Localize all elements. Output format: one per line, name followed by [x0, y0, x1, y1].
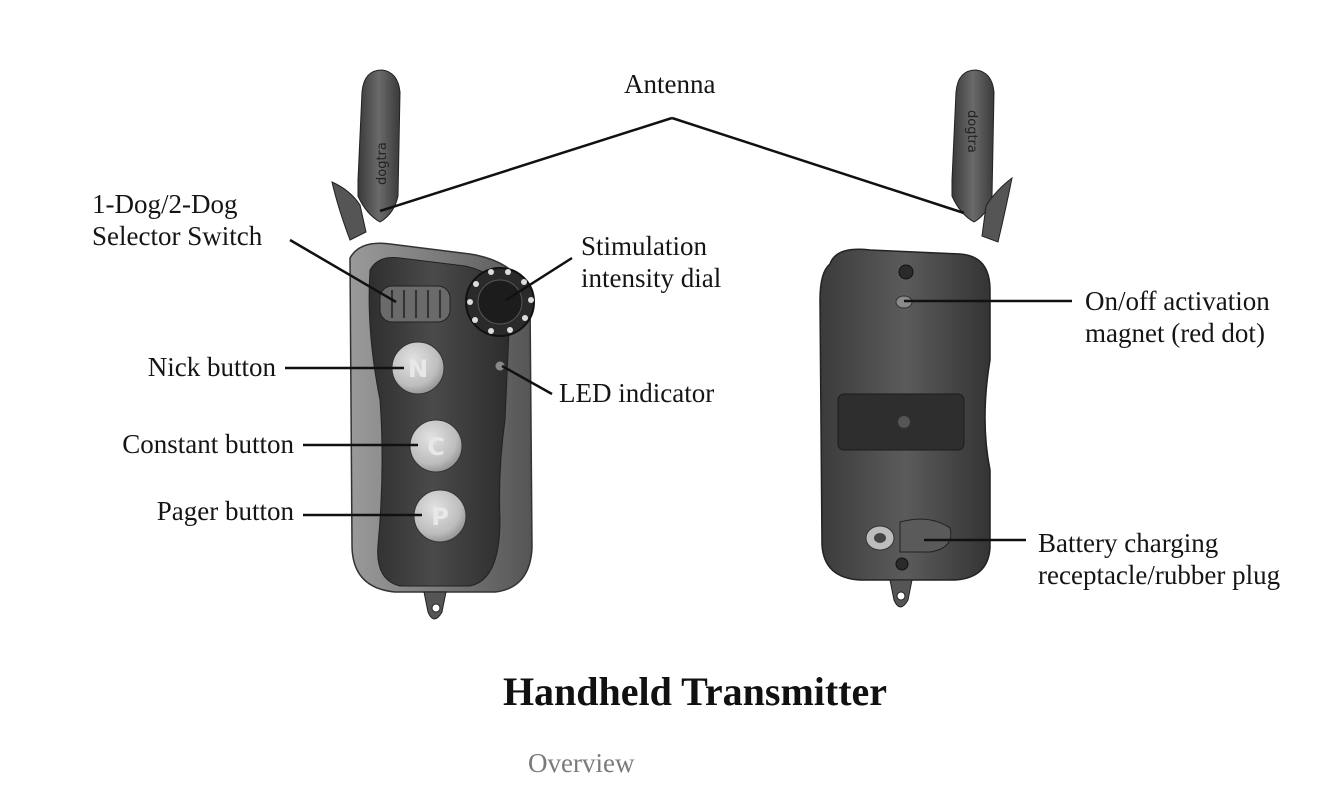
intensity-dial-label-line1: Stimulation [581, 231, 708, 261]
figure-title: Handheld Transmitter [502, 669, 888, 714]
led-indicator [494, 360, 506, 372]
front-transmitter: dogtra [331, 69, 535, 620]
front-antenna-fin [331, 181, 367, 241]
battery-receptacle-label-line2: receptacle/rubber plug [1038, 560, 1281, 590]
constant-button-letter: C [427, 433, 445, 461]
dial-leader [505, 256, 573, 302]
antenna-leader-back [671, 116, 965, 215]
selector-switch-label-line1: 1-Dog/2-Dog [92, 189, 238, 219]
back-antenna-fin [981, 176, 1013, 243]
constant-button-label: Constant button [122, 429, 294, 459]
activation-magnet-label-line1: On/off activation [1085, 286, 1270, 316]
activation-magnet-label: On/off activation magnet (red dot) [1085, 285, 1270, 349]
intensity-dial-label-line2: intensity dial [581, 263, 722, 293]
battery-receptacle-label-line1: Battery charging [1038, 528, 1219, 558]
front-antenna-brand: dogtra [375, 142, 390, 185]
led-indicator-label: LED indicator [559, 378, 715, 408]
nick-button-letter: N [408, 355, 428, 383]
front-antenna [357, 69, 401, 223]
pager-button-label: Pager button [156, 496, 294, 526]
leader-lines [285, 116, 1072, 542]
back-antenna [951, 69, 995, 223]
charging-receptacle [865, 518, 952, 571]
back-transmitter: dogtra [819, 69, 1013, 608]
battery-receptacle-label: Battery charging receptacle/rubber plug [1038, 527, 1280, 591]
back-antenna-brand: dogtra [964, 110, 979, 153]
selector-switch-label-line2: Selector Switch [92, 221, 263, 251]
selector-switch-label: 1-Dog/2-Dog Selector Switch [92, 188, 262, 252]
led-leader [501, 364, 553, 396]
antenna-leader-front [379, 116, 673, 213]
figure-caption: Overview [528, 748, 635, 778]
intensity-dial-label: Stimulation intensity dial [581, 230, 721, 294]
activation-magnet-label-line2: magnet (red dot) [1085, 318, 1265, 348]
intensity-dial [465, 267, 535, 337]
antenna-label: Antenna [624, 69, 716, 99]
pager-button-letter: P [431, 503, 449, 531]
selector-leader [289, 238, 397, 304]
nick-button-label: Nick button [147, 352, 276, 382]
